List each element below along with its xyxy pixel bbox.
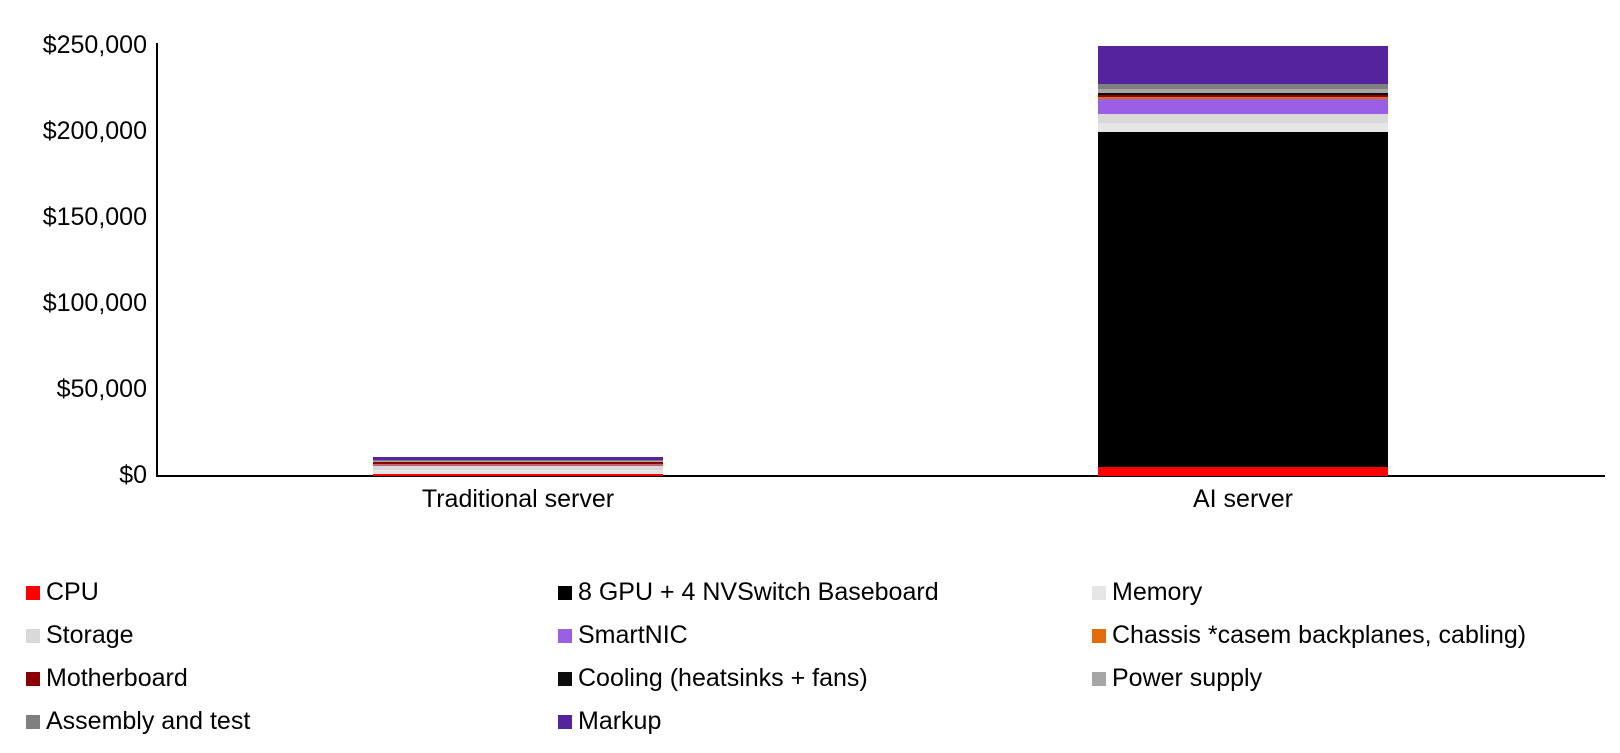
legend-item-label: Assembly and test — [46, 707, 251, 735]
legend-item-cpu: CPU — [26, 571, 250, 614]
legend-swatch-icon — [1092, 628, 1106, 643]
y-tick-label: $0 — [119, 461, 147, 489]
legend-swatch-icon — [26, 628, 40, 643]
legend-swatch-icon — [558, 585, 572, 600]
legend-swatch-icon — [26, 671, 40, 686]
bar-segment-cpu — [1098, 467, 1388, 476]
bar-segment-storage — [373, 466, 663, 470]
y-tick-label: $150,000 — [42, 203, 147, 231]
y-tick-label: $250,000 — [42, 31, 147, 59]
legend-item-label: Motherboard — [46, 664, 188, 692]
y-tick-label: $200,000 — [42, 117, 147, 145]
bar-segment-8-gpu-4-nvswitch-baseboard — [1098, 132, 1388, 468]
bar-segment-assembly-and-test — [1098, 83, 1388, 90]
bar-segment-smartnic — [373, 464, 663, 467]
legend-swatch-icon — [1092, 585, 1106, 600]
bar-segment-motherboard — [373, 462, 663, 464]
bar-ai-server — [1098, 46, 1388, 476]
bar-segment-cooling-heatsinks-fans- — [373, 461, 663, 463]
legend-item-cooling-heatsinks-fans-: Cooling (heatsinks + fans) — [558, 657, 939, 700]
legend-item-label: 8 GPU + 4 NVSwitch Baseboard — [578, 578, 939, 606]
legend-item-8-gpu-4-nvswitch-baseboard: 8 GPU + 4 NVSwitch Baseboard — [558, 571, 939, 614]
legend-item-label: Memory — [1112, 578, 1203, 606]
bar-traditional-server — [373, 457, 663, 476]
legend-item-motherboard: Motherboard — [26, 657, 250, 700]
bar-segment-memory — [373, 470, 663, 474]
bar-segment-assembly-and-test — [373, 459, 663, 462]
legend-item-label: SmartNIC — [578, 621, 688, 649]
legend-item-label: Cooling (heatsinks + fans) — [578, 664, 868, 692]
legend-item-assembly-and-test: Assembly and test — [26, 700, 250, 743]
bar-segment-markup — [373, 457, 663, 460]
legend-item-label: Storage — [46, 621, 134, 649]
bar-segment-chassis-casem-backplanes-cabling- — [1098, 97, 1388, 100]
y-axis-line — [156, 43, 158, 477]
legend-item-markup: Markup — [558, 700, 939, 743]
bar-segment-storage — [1098, 113, 1388, 124]
bar-segment-power-supply — [1098, 89, 1388, 93]
legend-swatch-icon — [26, 585, 40, 600]
legend-item-label: Chassis *casem backplanes, cabling) — [1112, 621, 1527, 649]
x-axis-label: AI server — [1192, 485, 1294, 513]
legend-item-memory: Memory — [1092, 571, 1526, 614]
bar-segment-memory — [1098, 123, 1388, 133]
legend-item-label: CPU — [46, 578, 99, 606]
legend-swatch-icon — [558, 628, 572, 643]
bar-segment-power-supply — [373, 461, 663, 462]
legend-swatch-icon — [558, 671, 572, 686]
bar-segment-motherboard — [1098, 95, 1388, 98]
legend-item-label: Power supply — [1112, 664, 1263, 692]
bar-segment-markup — [1098, 46, 1388, 84]
y-tick-label: $100,000 — [42, 289, 147, 317]
x-axis-line — [156, 475, 1605, 477]
legend-swatch-icon — [26, 714, 40, 729]
legend-item-label: Markup — [578, 707, 662, 735]
legend-item-power-supply: Power supply — [1092, 657, 1526, 700]
bar-segment-cooling-heatsinks-fans- — [1098, 92, 1388, 96]
bar-segment-smartnic — [1098, 99, 1388, 114]
x-axis-label: Traditional server — [421, 485, 615, 513]
bar-segment-chassis-casem-backplanes-cabling- — [373, 463, 663, 465]
legend-item-smartnic: SmartNIC — [558, 614, 939, 657]
legend-item-storage: Storage — [26, 614, 250, 657]
legend-swatch-icon — [558, 714, 572, 729]
y-tick-label: $50,000 — [56, 375, 147, 403]
bar-segment-cpu — [373, 473, 663, 476]
legend-swatch-icon — [1092, 671, 1106, 686]
legend-item-chassis-casem-backplanes-cabling-: Chassis *casem backplanes, cabling) — [1092, 614, 1526, 657]
